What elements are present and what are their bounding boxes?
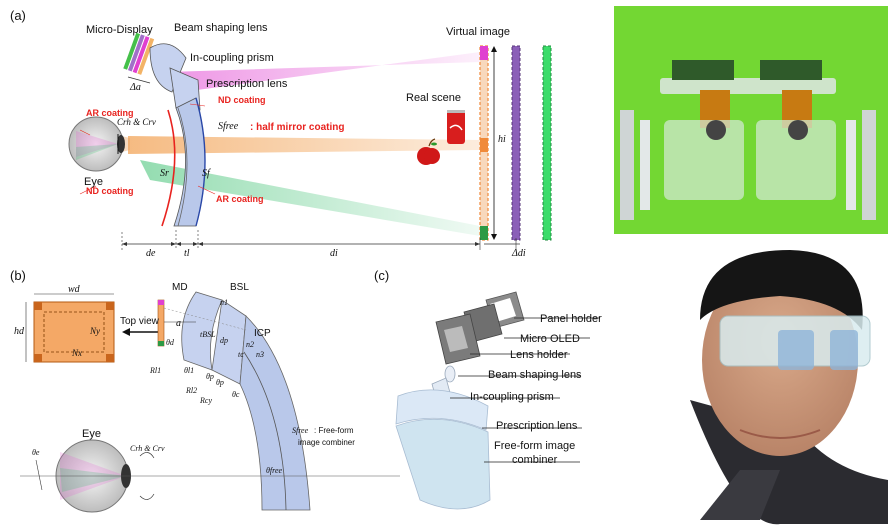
- label-micro-oled: Micro OLED: [520, 333, 580, 345]
- virtual-image-plane-purple: [511, 45, 521, 241]
- prototype-photo: [614, 6, 888, 234]
- label-n1: n1: [220, 298, 228, 307]
- label-rcy: Rcy: [200, 396, 212, 405]
- combiner-front-surface: [161, 109, 176, 227]
- label-sf: Sf: [202, 168, 210, 179]
- micro-display: [123, 32, 155, 75]
- label-rl2: Rl2: [186, 386, 198, 395]
- panel-c-tag: (c): [374, 268, 390, 283]
- eye-pupil: [117, 135, 125, 153]
- label-nd-coating-bottom: ND coating: [86, 186, 134, 196]
- label-sfree-b: Sfree: [292, 426, 309, 435]
- label-theta-e: θe: [32, 448, 40, 457]
- label-wd: wd: [68, 284, 80, 295]
- free-form-combiner-part: [395, 418, 491, 510]
- label-di: di: [330, 248, 338, 259]
- label-free-form: : Free-form: [314, 426, 354, 435]
- free-form-combiner: [239, 315, 311, 511]
- virtual-image-magenta-mark: [480, 46, 488, 60]
- label-sfree-a: Sfree: [218, 121, 239, 132]
- label-crh-crv-a: Crh & Crv: [117, 117, 156, 127]
- label-crh-crv-b: Crh & Crv: [130, 444, 165, 453]
- label-hd: hd: [14, 326, 24, 337]
- label-delta-di: Δdi: [512, 248, 526, 259]
- label-a-small: a: [176, 318, 181, 329]
- label-virtual-image: Virtual image: [446, 26, 510, 38]
- person-photo: [640, 248, 888, 525]
- beam-shaping-lens-part: [444, 365, 456, 383]
- label-delta-a: Δa: [130, 82, 141, 93]
- label-real-scene: Real scene: [406, 92, 462, 104]
- virtual-image-orange-mark: [480, 138, 488, 152]
- label-combiner-c: combiner: [512, 454, 558, 466]
- panel-c: [395, 291, 600, 510]
- label-md: MD: [172, 282, 188, 293]
- label-hi: hi: [498, 134, 506, 145]
- apple-icon: [417, 138, 440, 165]
- label-nx: Nx: [72, 348, 82, 358]
- virtual-image-green-mark: [480, 226, 488, 240]
- label-bsl: BSL: [230, 282, 249, 293]
- label-tl: tl: [184, 248, 190, 259]
- label-free-form-image: Free-form image: [494, 440, 576, 452]
- label-sr: Sr: [160, 168, 169, 179]
- label-theta-c: θc: [232, 390, 240, 399]
- label-tbsl: tBSL: [200, 330, 216, 339]
- label-prescription-lens: Prescription lens: [206, 78, 288, 90]
- label-n2: n2: [246, 340, 254, 349]
- panel-a: [68, 32, 552, 250]
- label-top-view: Top view: [120, 316, 159, 327]
- label-eye-a: Eye: [84, 176, 103, 188]
- label-rl1: Rl1: [150, 366, 162, 375]
- label-lens-holder: Lens holder: [510, 349, 568, 361]
- label-theta-l1: θl1: [184, 366, 195, 375]
- label-in-coupling-prism-c: In-coupling prism: [470, 391, 554, 403]
- label-eye-b: Eye: [82, 428, 101, 440]
- label-nd-coating-top: ND coating: [218, 95, 266, 105]
- label-beam-shaping-lens-c: Beam shaping lens: [488, 369, 582, 381]
- coke-can-icon: [447, 110, 465, 144]
- virtual-image-plane-green: [542, 45, 552, 241]
- label-theta-p: θp: [206, 372, 214, 381]
- orange-beam: [128, 136, 480, 154]
- magenta-beam: [168, 52, 480, 92]
- label-ar-coating-left: AR coating: [86, 108, 134, 118]
- label-prescription-lens-c: Prescription lens: [496, 420, 578, 432]
- label-beam-shaping-lens: Beam shaping lens: [174, 22, 268, 34]
- label-tc: tc: [238, 350, 244, 359]
- label-dp: dp: [220, 336, 228, 345]
- label-half-mirror: : half mirror coating: [250, 122, 345, 133]
- label-ar-coating-bottom: AR coating: [216, 194, 264, 204]
- prescription-lens-part: [395, 389, 489, 431]
- label-icp: ICP: [254, 328, 271, 339]
- label-image-combiner-b: image combiner: [298, 438, 355, 447]
- label-theta-p2: θp: [216, 378, 224, 387]
- label-ny: Ny: [90, 326, 100, 336]
- label-in-coupling-prism: In-coupling prism: [190, 52, 274, 64]
- label-de: de: [146, 248, 156, 259]
- sfree-surface: [177, 107, 188, 227]
- panel-b: [20, 291, 400, 513]
- label-micro-display: Micro-Display: [86, 24, 153, 36]
- panel-b-tag: (b): [10, 268, 26, 283]
- green-beam: [140, 160, 480, 236]
- label-theta-d: θd: [166, 338, 174, 347]
- label-n3: n3: [256, 350, 264, 359]
- label-panel-holder: Panel holder: [540, 313, 602, 325]
- panel-a-tag: (a): [10, 8, 26, 23]
- label-theta-free: θfree: [266, 466, 283, 475]
